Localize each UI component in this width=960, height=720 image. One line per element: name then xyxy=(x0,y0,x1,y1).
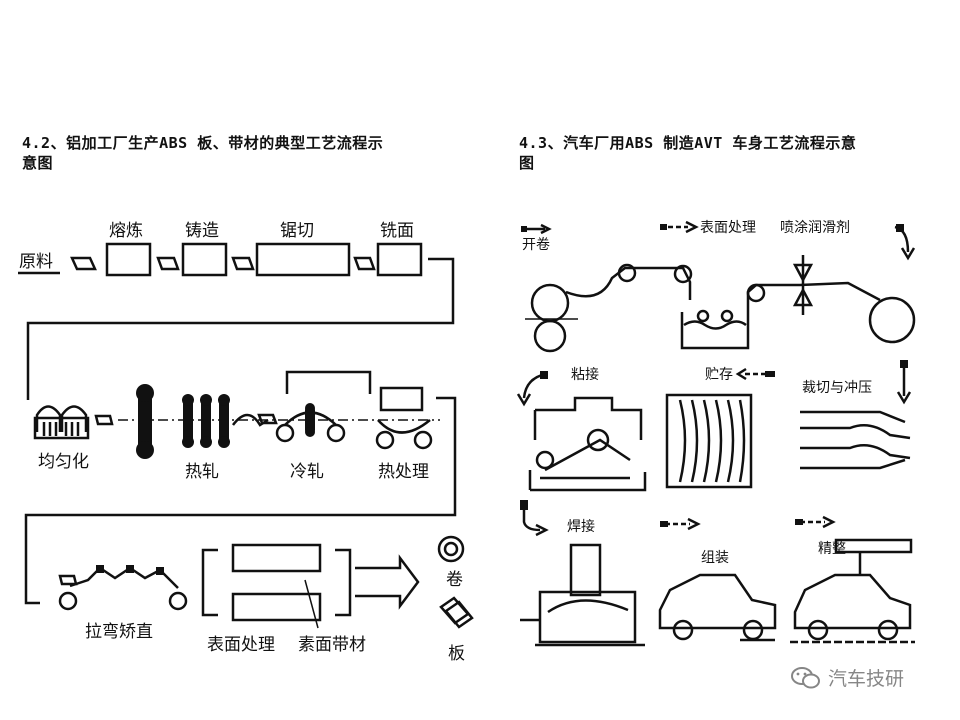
label-bonding: 粘接 xyxy=(571,366,599,383)
label-cold-rolling: 冷轧 xyxy=(290,462,324,482)
label-raw-material: 原料 xyxy=(19,252,53,272)
label-storage: 贮存 xyxy=(705,367,733,383)
label-stretch-straighten: 拉弯矫直 xyxy=(85,622,153,642)
caption-right-line2: 图 xyxy=(519,154,535,172)
label-heat-treatment: 热处理 xyxy=(378,462,429,482)
caption-left-line2: 意图 xyxy=(22,154,54,172)
label-sawing: 锯切 xyxy=(280,221,314,241)
label-welding: 焊接 xyxy=(567,518,595,535)
right-process-diagram: 开卷 表面处理 喷涂润滑剂 粘接 贮存 裁切与冲压 焊接 组装 精整 xyxy=(516,219,916,647)
label-hot-rolling: 热轧 xyxy=(185,462,219,482)
left-process-diagram: 原料 熔炼 铸造 锯切 铣面 均匀化 热轧 冷轧 热处理 拉弯矫直 表面处理 素… xyxy=(18,221,474,664)
caption-right: 4.3、汽车厂用ABS 制造AVT 车身工艺流程示意 图 xyxy=(519,133,939,173)
watermark-text: 汽车技研 xyxy=(828,668,905,690)
label-coil: 卷 xyxy=(446,570,463,590)
label-finishing: 精整 xyxy=(818,541,846,557)
label-assembly: 组装 xyxy=(701,550,729,566)
caption-left: 4.2、铝加工厂生产ABS 板、带材的典型工艺流程示 意图 xyxy=(22,133,472,173)
label-homogenizing: 均匀化 xyxy=(38,452,89,472)
label-casting: 铸造 xyxy=(185,221,219,241)
label-uncoil: 开卷 xyxy=(522,237,550,253)
caption-left-line1: 4.2、铝加工厂生产ABS 板、带材的典型工艺流程示 xyxy=(22,134,384,152)
label-spray-lubricant: 喷涂润滑剂 xyxy=(780,219,850,236)
wechat-icon xyxy=(791,666,820,688)
label-surface-treatment-right: 表面处理 xyxy=(700,220,756,236)
label-cut-press: 裁切与冲压 xyxy=(802,380,872,396)
label-milling: 铣面 xyxy=(380,221,414,241)
label-melting: 熔炼 xyxy=(109,221,143,241)
caption-right-line1: 4.3、汽车厂用ABS 制造AVT 车身工艺流程示意 xyxy=(519,134,857,152)
watermark: 汽车技研 xyxy=(790,664,904,691)
label-sheet: 板 xyxy=(448,644,465,664)
label-plain-strip: 素面带材 xyxy=(298,635,366,655)
label-surface-treatment: 表面处理 xyxy=(207,635,275,655)
